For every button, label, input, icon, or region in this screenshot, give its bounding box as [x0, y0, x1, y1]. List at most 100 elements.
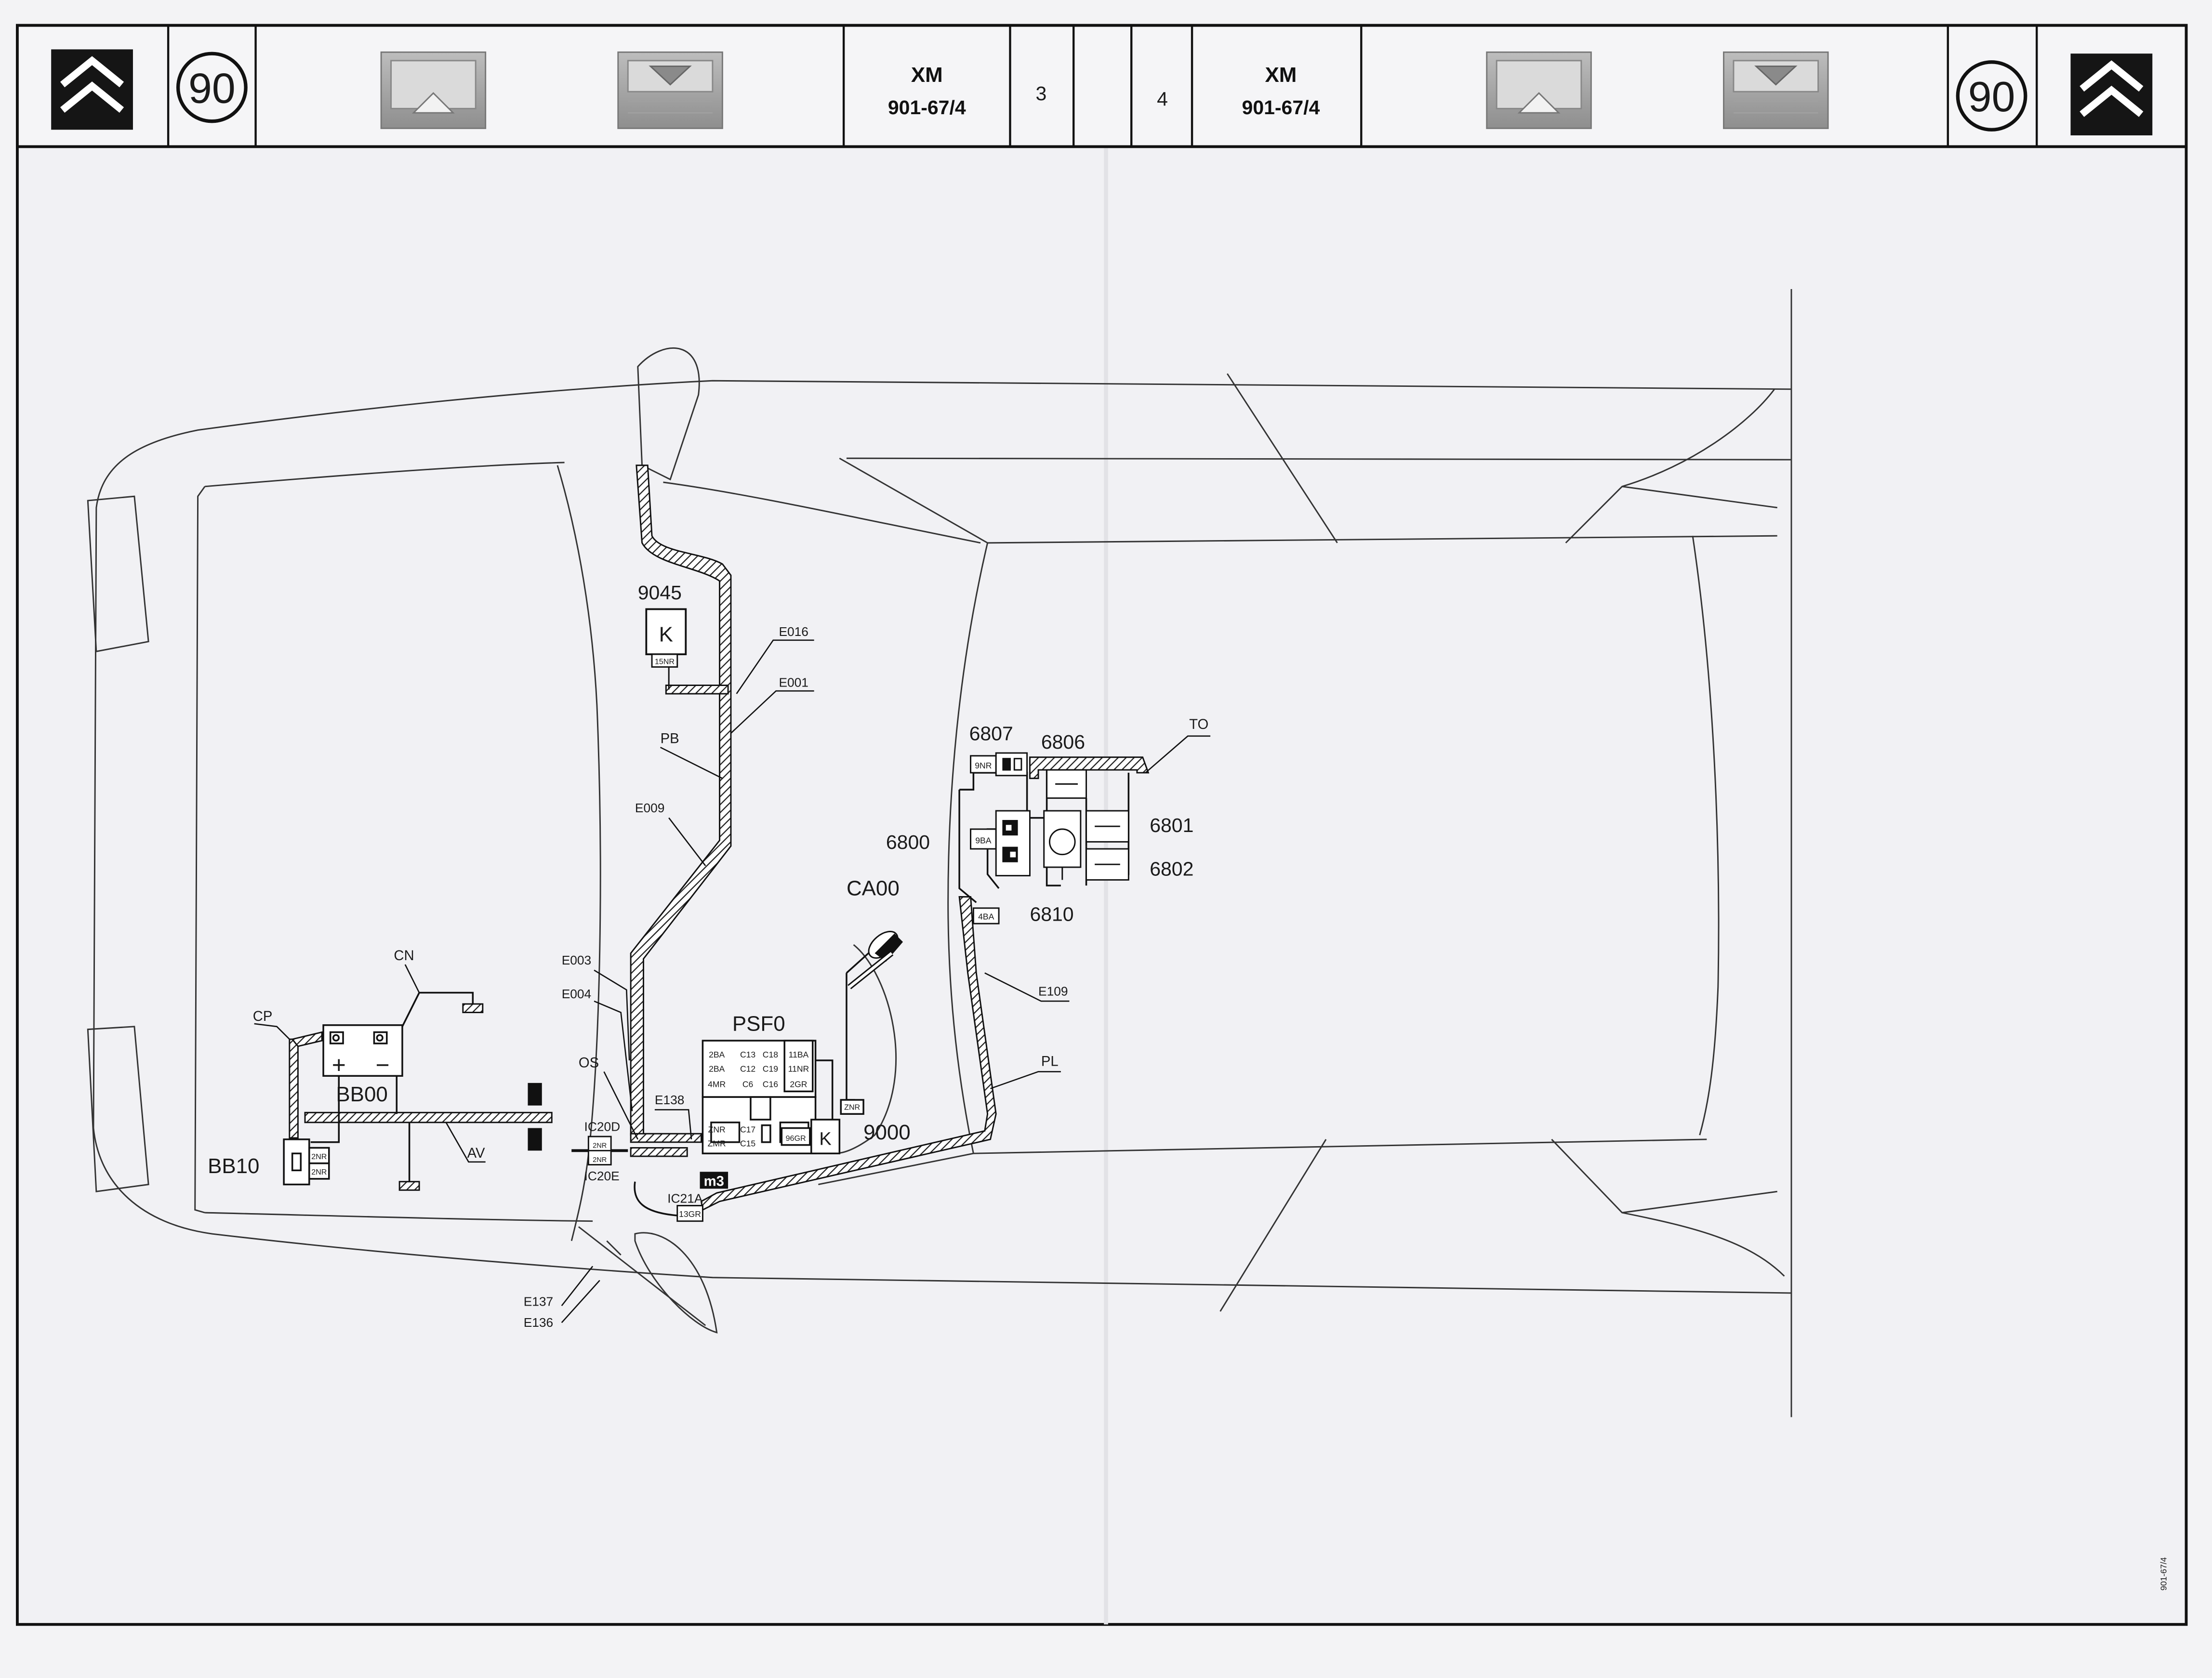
- label-ic21a: IC21A: [667, 1191, 703, 1206]
- psf0-connector-label: ZNR: [708, 1124, 726, 1134]
- label-6800: 6800: [886, 831, 930, 853]
- harness-label-e138: E138: [655, 1093, 685, 1107]
- component-psf0: [702, 1040, 817, 1154]
- relay-k-9045: K: [659, 623, 673, 647]
- component-ca00: [848, 931, 903, 990]
- component-6800: [970, 810, 1031, 877]
- harness-label-e003: E003: [562, 953, 592, 967]
- harness-av: [304, 1111, 553, 1123]
- component-6802: [1086, 848, 1129, 881]
- component-ic21a: [676, 1205, 703, 1222]
- psf0-connector-label: C12: [740, 1064, 755, 1073]
- page-down-arrow-icon-right[interactable]: [1723, 51, 1829, 129]
- reference-right: 901-67/4: [1242, 96, 1320, 119]
- component-6801: [1086, 810, 1129, 843]
- component-6806: [1046, 769, 1087, 799]
- reference-left: 901-67/4: [888, 96, 966, 119]
- model-left: XM: [911, 63, 943, 87]
- label-6802: 6802: [1150, 858, 1193, 880]
- harness-label-e009: E009: [635, 801, 665, 815]
- psf0-connector-label: C18: [763, 1050, 778, 1059]
- harness-label-e137: E137: [524, 1294, 554, 1308]
- leader-lines: [254, 639, 1211, 1323]
- battery-minus: −: [375, 1051, 389, 1078]
- connector-2nr-ic20-a: 2NR: [593, 1142, 607, 1149]
- ground-symbols: [398, 1003, 484, 1191]
- harness-label-e004: E004: [562, 987, 592, 1001]
- psf0-connector-label: C19: [763, 1064, 778, 1073]
- page-down-arrow-icon[interactable]: [617, 51, 723, 129]
- label-ic20e: IC20E: [584, 1169, 620, 1183]
- badge-left: 90: [176, 52, 248, 123]
- connector-4ba: 4BA: [978, 912, 994, 921]
- label-9000: 9000: [863, 1121, 911, 1144]
- footer-reference: 901-67/4: [2159, 1557, 2169, 1591]
- harness-to: [1029, 756, 1150, 780]
- harness-os: [630, 1133, 702, 1157]
- car-outline: [87, 289, 1792, 1417]
- component-6810: [1043, 810, 1082, 880]
- page-number-left: 3: [1035, 82, 1046, 105]
- harness-label-av: AV: [467, 1146, 485, 1161]
- label-m3: m3: [704, 1174, 724, 1189]
- citroen-logo-right: [2070, 53, 2153, 135]
- connector-96gr: 96GR: [786, 1134, 806, 1143]
- psf0-connector-label: 11NR: [788, 1064, 809, 1073]
- badge-right: 90: [1956, 60, 2027, 132]
- connector-15nr: 15NR: [655, 658, 675, 666]
- harness-label-os: OS: [579, 1056, 599, 1071]
- label-ic20d: IC20D: [584, 1119, 621, 1134]
- label-6806: 6806: [1041, 731, 1085, 753]
- harness-label-e001: E001: [779, 675, 808, 689]
- connector-2nr-bb10-b: 2NR: [311, 1168, 327, 1176]
- component-9000: [781, 1099, 864, 1154]
- harness-label-pl: PL: [1041, 1054, 1059, 1070]
- psf0-connector-label: C13: [740, 1050, 755, 1059]
- component-m3: [700, 1172, 729, 1189]
- label-6807: 6807: [969, 723, 1013, 745]
- psf0-connector-label: ZMR: [708, 1139, 726, 1149]
- harness-cp: [289, 1031, 323, 1139]
- connector-znr-9000: ZNR: [844, 1103, 860, 1111]
- psf0-connector-label: C16: [763, 1080, 778, 1089]
- label-ca00: CA00: [847, 877, 900, 900]
- psf0-connector-label: 2GR: [790, 1080, 807, 1089]
- psf0-connector-label: 2BA: [709, 1064, 725, 1073]
- header-bar: [16, 24, 2188, 148]
- label-bb10: BB10: [208, 1154, 259, 1178]
- psf0-connector-label: C15: [740, 1139, 755, 1149]
- connector-9nr: 9NR: [975, 761, 992, 770]
- harness-label-cp: CP: [253, 1009, 273, 1024]
- harness-label-to: TO: [1189, 717, 1208, 732]
- psf0-connector-label: C17: [740, 1124, 755, 1134]
- psf0-connector-label: C6: [742, 1080, 753, 1089]
- harness-label-e136: E136: [524, 1315, 554, 1330]
- connector-4ba-box: [972, 907, 1000, 925]
- component-bb10: [283, 1138, 330, 1186]
- component-9045: [645, 608, 687, 690]
- label-bb00: BB00: [336, 1083, 387, 1106]
- harness-label-cn: CN: [394, 948, 414, 964]
- connector-2nr-ic20-b: 2NR: [593, 1156, 607, 1164]
- badge-left-text: 90: [188, 65, 236, 112]
- component-6807: [970, 752, 1028, 777]
- connector-9ba: 9BA: [975, 835, 991, 845]
- component-ic20: [528, 1083, 628, 1166]
- model-right: XM: [1265, 63, 1297, 87]
- page-number-right: 4: [1157, 88, 1168, 110]
- psf0-connector-label: 4MR: [708, 1080, 726, 1089]
- label-6801: 6801: [1150, 814, 1193, 836]
- harness-label-pb: PB: [661, 731, 679, 746]
- connector-13gr: 13GR: [679, 1209, 701, 1219]
- badge-right-text: 90: [1968, 73, 2015, 120]
- psf0-connector-label: 2BA: [709, 1050, 725, 1059]
- battery-plus: +: [332, 1051, 346, 1078]
- component-bb00-battery: [322, 1024, 403, 1077]
- label-9045: 9045: [638, 581, 682, 604]
- page-up-arrow-icon-right[interactable]: [1486, 51, 1592, 129]
- harness-label-e109: E109: [1038, 984, 1068, 998]
- page-up-arrow-icon[interactable]: [380, 51, 487, 129]
